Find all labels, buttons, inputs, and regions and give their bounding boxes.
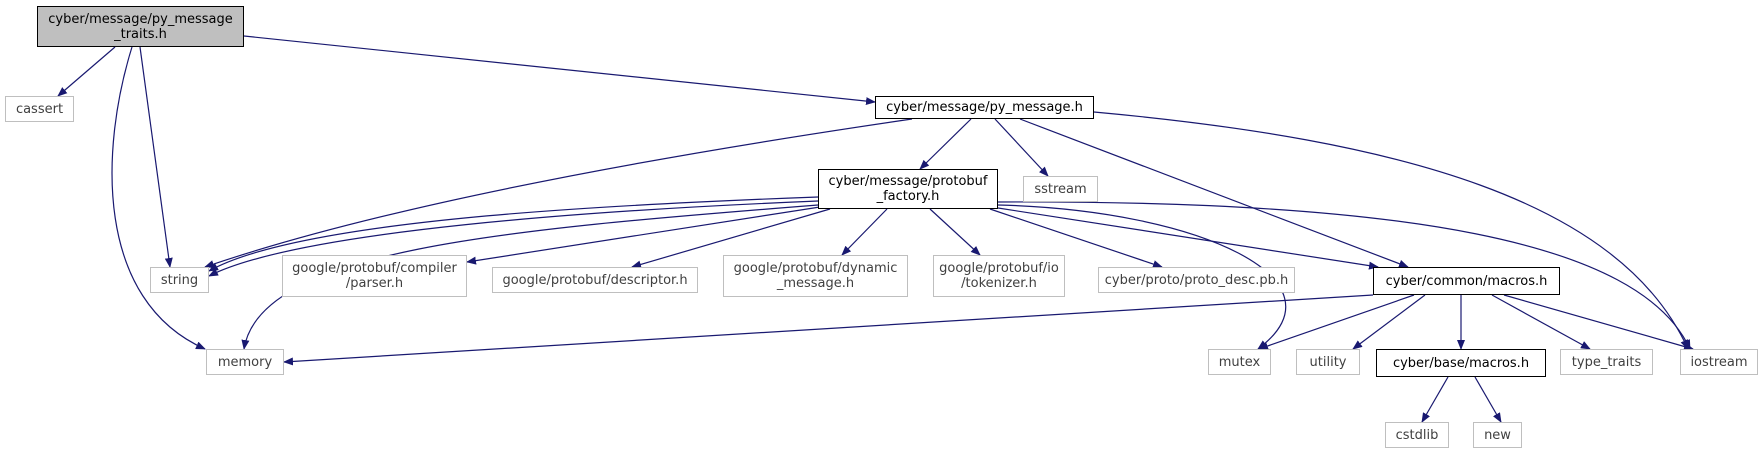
edge-root-py_message [243, 35, 876, 106]
node-mutex: mutex [1208, 349, 1271, 375]
edge-py_message-protobuf_factory [919, 118, 972, 170]
edge-macros-mutex [1258, 294, 1415, 350]
node-utility: utility [1296, 349, 1360, 375]
edge-macros-memory [283, 294, 1374, 366]
edge-macros-type_traits [1491, 294, 1591, 350]
edge-factory-memory [241, 204, 819, 350]
edge-factory-string-2 [208, 200, 819, 277]
node-protobuf-factory[interactable]: cyber/message/protobuf _factory.h [818, 169, 998, 209]
edge-py_message-iostream [1093, 111, 1689, 350]
node-cstdlib: cstdlib [1385, 422, 1449, 448]
node-string: string [150, 267, 209, 293]
edge-factory-compiler_parser [466, 206, 821, 265]
edge-root-memory [111, 46, 206, 350]
node-type-traits: type_traits [1560, 349, 1653, 375]
node-new: new [1473, 422, 1522, 448]
node-common-macros[interactable]: cyber/common/macros.h [1373, 267, 1560, 295]
edge-factory-tokenizer [929, 208, 981, 256]
node-descriptor: google/protobuf/descriptor.h [492, 267, 698, 293]
edge-factory-mutex [997, 204, 1287, 350]
edge-factory-string-1 [208, 196, 819, 272]
node-proto-desc: cyber/proto/proto_desc.pb.h [1098, 267, 1295, 293]
node-io-tokenizer: google/protobuf/io /tokenizer.h [933, 255, 1065, 297]
edge-root-cassert [57, 46, 116, 97]
node-cassert: cassert [5, 96, 74, 122]
edge-root-string [139, 46, 173, 268]
node-base-macros[interactable]: cyber/base/macros.h [1376, 349, 1546, 377]
edge-base-cstdlib [1421, 376, 1449, 423]
edge-factory-iostream [997, 201, 1691, 350]
edge-py_message-sstream [994, 118, 1049, 177]
edge-base-new [1474, 376, 1502, 423]
node-memory: memory [206, 349, 284, 375]
node-py-message-traits: cyber/message/py_message _traits.h [37, 6, 244, 47]
edge-macros-utility [1352, 294, 1426, 350]
edge-py_message-macros_common [1019, 118, 1409, 268]
edge-macros-iostream [1503, 294, 1694, 351]
edge-factory-proto_desc [989, 208, 1163, 268]
edge-factory-dynamic_message [841, 208, 888, 256]
edge-py_message-string [204, 118, 913, 268]
node-sstream: sstream [1023, 176, 1098, 202]
node-compiler-parser: google/protobuf/compiler /parser.h [282, 255, 467, 297]
node-dynamic-message: google/protobuf/dynamic _message.h [723, 255, 908, 297]
node-iostream: iostream [1680, 349, 1758, 375]
node-py-message[interactable]: cyber/message/py_message.h [875, 96, 1094, 119]
edge-factory-macros_common [997, 207, 1379, 270]
edge-factory-descriptor [631, 208, 831, 269]
